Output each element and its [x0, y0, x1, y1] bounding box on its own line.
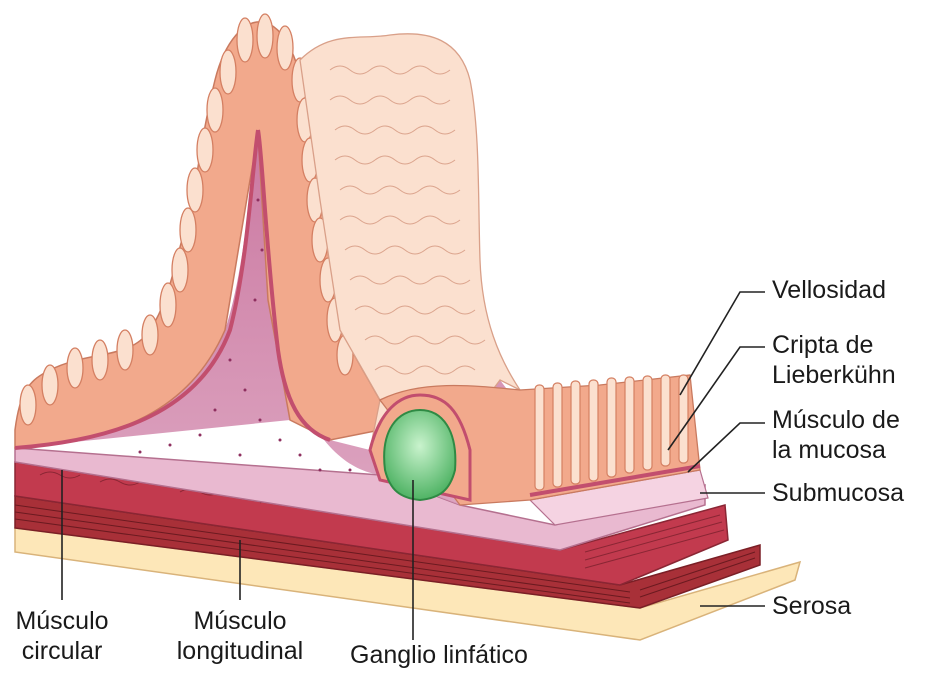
label-musculo-de-la-mucosa: Músculo de la mucosa — [772, 405, 900, 465]
label-serosa: Serosa — [772, 591, 851, 621]
label-musculo-circular-line1: Músculo — [2, 606, 122, 636]
label-cripta-line1: Cripta de — [772, 330, 896, 360]
label-musculo-mucosa-line2: la mucosa — [772, 435, 900, 465]
lymph-node — [384, 410, 455, 500]
label-musculo-circular: Músculo circular — [2, 606, 122, 666]
label-submucosa: Submucosa — [772, 478, 904, 508]
leader-vellosidad — [680, 292, 765, 395]
label-musculo-mucosa-line1: Músculo de — [772, 405, 900, 435]
label-musculo-longitudinal-line2: longitudinal — [160, 636, 320, 666]
label-cripta-de-lieberkuhn: Cripta de Lieberkühn — [772, 330, 896, 390]
label-musculo-circular-line2: circular — [2, 636, 122, 666]
label-musculo-longitudinal-line1: Músculo — [160, 606, 320, 636]
label-vellosidad: Vellosidad — [772, 275, 886, 305]
label-ganglio-linfatico: Ganglio linfático — [350, 640, 528, 670]
label-cripta-line2: Lieberkühn — [772, 360, 896, 390]
label-musculo-longitudinal: Músculo longitudinal — [160, 606, 320, 666]
